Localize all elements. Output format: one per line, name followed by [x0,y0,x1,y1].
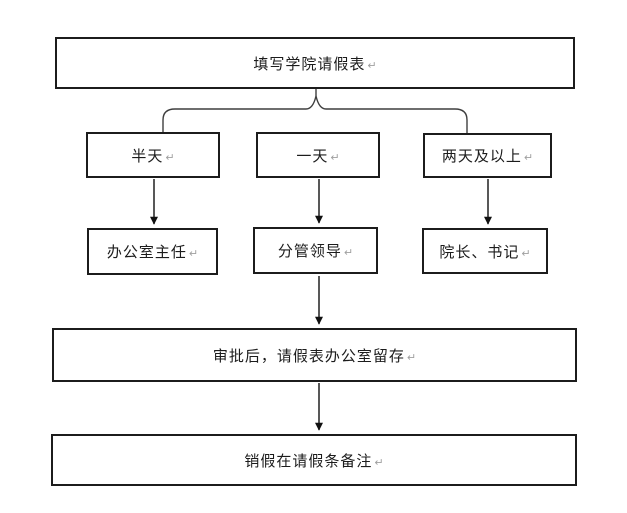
flow-box-label: 销假在请假条备注 [244,452,373,470]
flow-box-fill-leave-form: 填写学院请假表↵ [55,37,575,89]
paragraph-mark-icon: ↵ [406,351,417,364]
flow-box-label: 办公室主任 [106,244,187,261]
paragraph-mark-icon: ↵ [521,247,531,260]
flow-box-half-day: 半天↵ [86,132,220,178]
paragraph-mark-icon: ↵ [374,456,384,469]
paragraph-mark-icon: ↵ [165,151,175,164]
flow-box-archive-after-approval: 审批后，请假表办公室留存↵ [52,328,577,382]
paragraph-mark-icon: ↵ [188,248,199,260]
flow-box-dean-secretary: 院长、书记↵ [422,228,548,274]
flow-box-one-day: 一天↵ [256,132,380,178]
paragraph-mark-icon: ↵ [330,151,340,164]
flow-box-two-days-plus: 两天及以上↵ [423,133,552,178]
brace-connector [162,89,468,134]
paragraph-mark-icon: ↵ [343,247,354,259]
flow-box-cancel-leave-note: 销假在请假条备注↵ [51,434,577,486]
flow-box-label: 审批后，请假表办公室留存 [212,347,405,365]
flow-box-label: 半天 [131,147,164,165]
flow-box-label: 一天 [296,147,329,165]
paragraph-mark-icon: ↵ [523,152,534,164]
flow-arrows [150,179,492,431]
flow-box-leader-in-charge: 分管领导↵ [253,227,378,274]
paragraph-mark-icon: ↵ [367,59,377,72]
flow-box-label: 院长、书记 [439,243,520,261]
flow-box-office-director: 办公室主任↵ [87,228,218,275]
flow-box-label: 分管领导 [277,243,342,260]
flow-box-label: 两天及以上 [441,148,522,165]
flow-box-label: 填写学院请假表 [253,55,366,73]
